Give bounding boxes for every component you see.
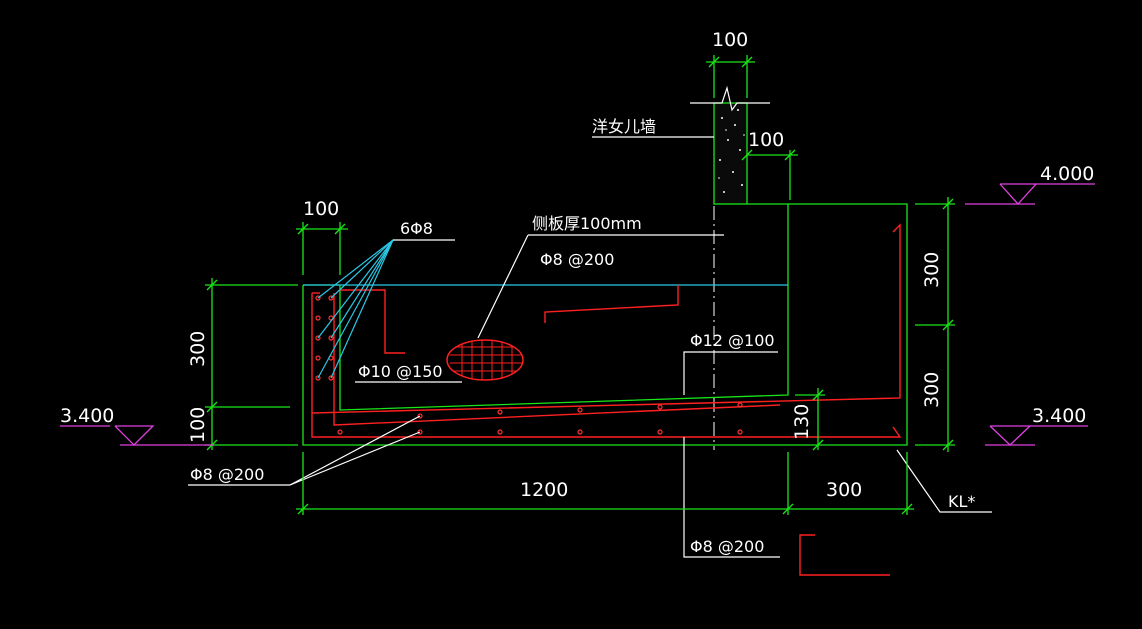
- label-rebar-12: Φ12 @100: [690, 331, 775, 350]
- label-corner-bars: 6Φ8: [400, 219, 433, 238]
- dim-width-300: 300: [826, 479, 862, 501]
- label-parapet: 洋女儿墙: [592, 117, 656, 136]
- label-bottom-left: Φ8 @200: [190, 465, 264, 484]
- dim-130: 130: [791, 404, 813, 440]
- label-side-plate: 侧板厚100mm: [532, 214, 642, 233]
- level-mark-right-high: [965, 183, 1095, 205]
- label-top-rebar: Φ8 @200: [540, 250, 614, 269]
- leaders: [188, 136, 992, 558]
- elevation-right-low: 3.400: [1032, 405, 1086, 427]
- break-line: [690, 85, 770, 112]
- dim-right-300-top: 300: [921, 252, 943, 288]
- dim-top-100: 100: [712, 29, 748, 51]
- rebar-lines: [311, 223, 902, 438]
- elevation-left: 3.400: [60, 405, 114, 427]
- label-stirrup-10: Φ10 @150: [358, 362, 443, 381]
- label-bottom-right: Φ8 @200: [690, 537, 764, 556]
- level-mark-right-low: [985, 425, 1088, 446]
- hatched-ellipse: [446, 339, 524, 381]
- concrete-outline: [302, 102, 908, 446]
- dim-wall-100: 100: [748, 129, 784, 151]
- dim-left-300: 300: [187, 331, 209, 367]
- dim-right-300-bottom: 300: [921, 372, 943, 408]
- dimension-lines: [205, 55, 955, 515]
- parapet-hatch: [718, 109, 745, 193]
- elevation-right-high: 4.000: [1040, 163, 1094, 185]
- label-beam: KL*: [948, 492, 975, 511]
- dim-width-1200: 1200: [520, 479, 568, 501]
- dim-left-100: 100: [303, 198, 339, 220]
- dim-left-100-low: 100: [187, 407, 209, 443]
- level-mark-left: [60, 425, 213, 446]
- kl-marker: [799, 534, 890, 576]
- rebar-dots: [315, 295, 743, 435]
